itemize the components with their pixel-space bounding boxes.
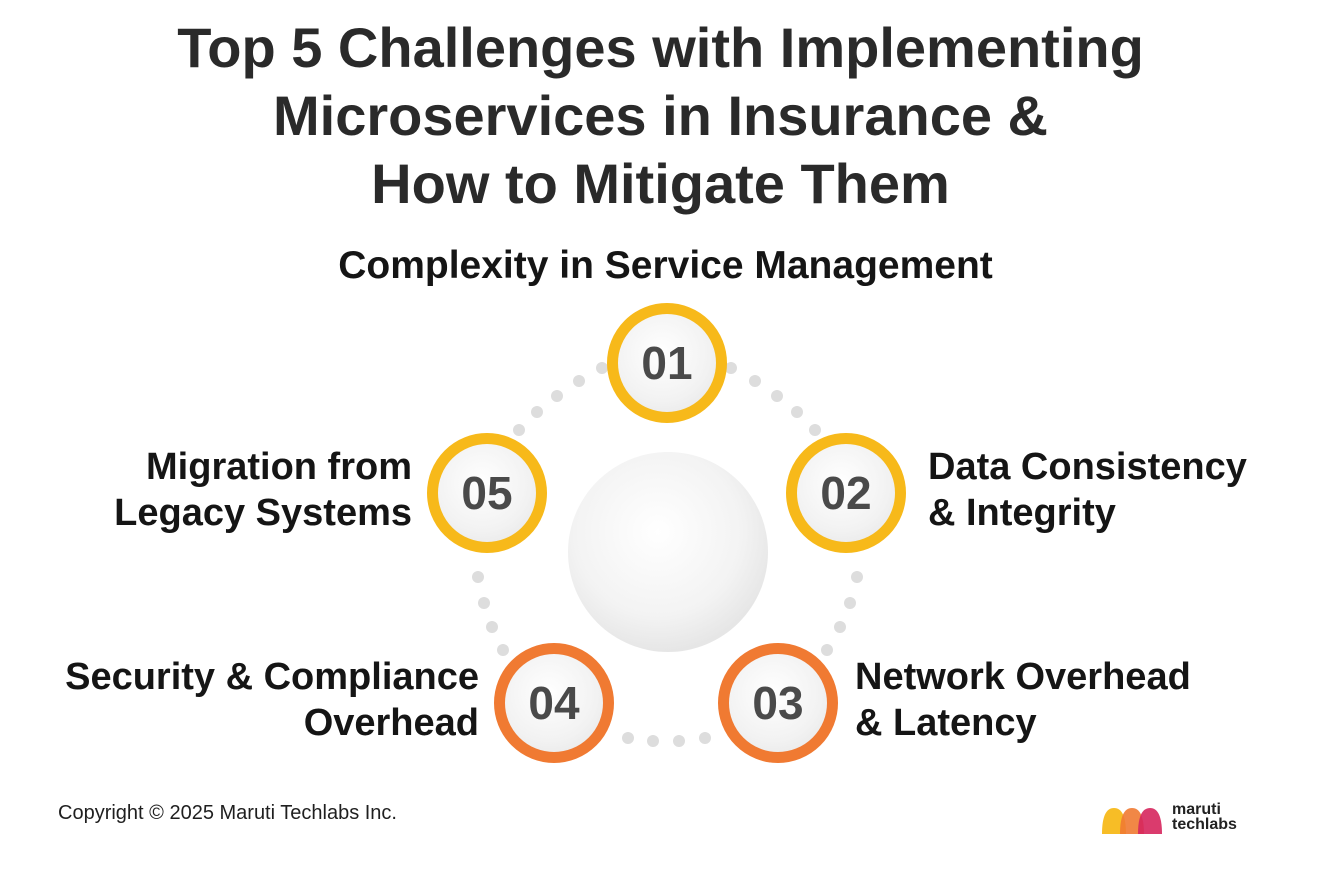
ring-dot [531,406,543,418]
ring-dot [622,732,634,744]
dotted-ring [472,362,863,747]
ring-dot [844,597,856,609]
ring-dot [486,621,498,633]
ring-dot [791,406,803,418]
challenge-label-03: Network Overhead & Latency [855,656,1191,744]
ring-dot [771,390,783,402]
challenge-node-02: 02 [786,433,906,553]
title-line-1: Top 5 Challenges with Implementing [177,16,1144,79]
ring-dot [513,424,525,436]
ring-dot [472,571,484,583]
challenge-node-03: 03 [718,643,838,763]
ring-dot [596,362,608,374]
logo-wordmark: maruti techlabs [1172,801,1237,833]
page-title: Top 5 Challenges with Implementing Micro… [0,14,1321,218]
ring-dot [647,735,659,747]
ring-dot [551,390,563,402]
challenge-label-02: Data Consistency & Integrity [928,446,1247,534]
ring-dot [851,571,863,583]
ring-dot [673,735,685,747]
copyright-notice: Copyright © 2025 Maruti Techlabs Inc. [58,802,397,824]
title-line-2: Microservices in Insurance & [272,84,1048,147]
center-hub-circle [568,452,768,652]
ring-dot [699,732,711,744]
challenge-node-05: 05 [427,433,547,553]
ring-dot [497,644,509,656]
title-line-3: How to Mitigate Them [371,152,950,215]
challenge-node-01: 01 [607,303,727,423]
challenge-label-01: Complexity in Service Management [338,244,993,287]
maruti-techlabs-logo: maruti techlabs [1100,800,1270,840]
challenge-label-04: Security & Compliance Overhead [65,656,479,744]
challenge-node-04: 04 [494,643,614,763]
ring-dot [821,644,833,656]
ring-dot [478,597,490,609]
ring-dot [573,375,585,387]
challenge-label-05: Migration from Legacy Systems [114,446,412,534]
ring-dot [834,621,846,633]
ring-dot [725,362,737,374]
ring-dot [749,375,761,387]
ring-dot [809,424,821,436]
logo-mark-icon [1102,808,1162,834]
